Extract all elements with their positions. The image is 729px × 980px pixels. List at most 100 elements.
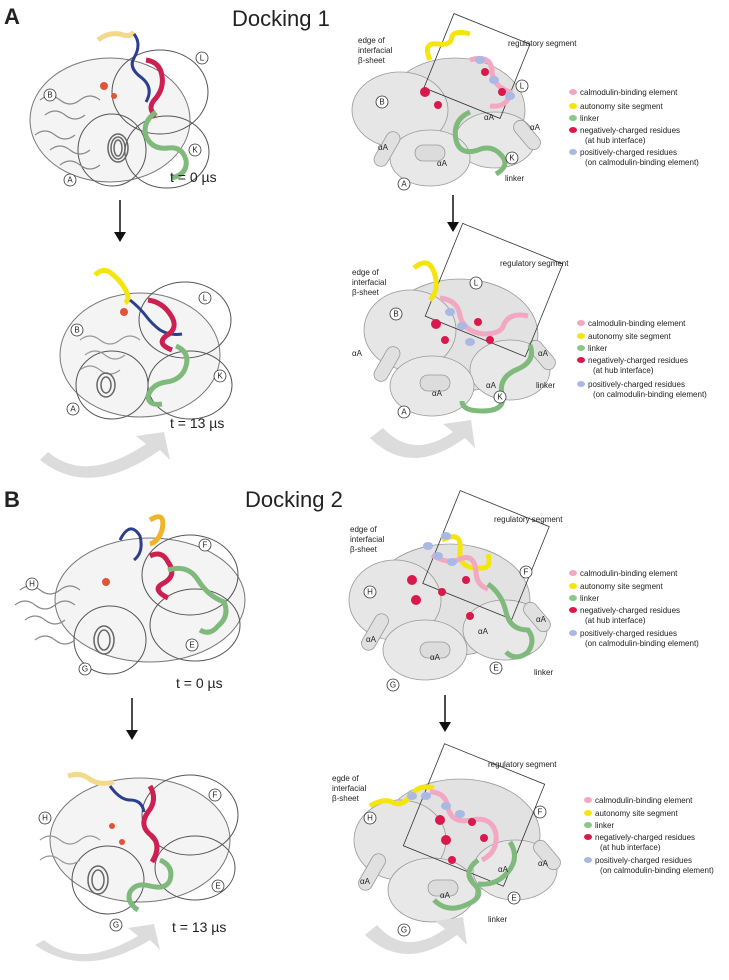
svg-text:K: K <box>192 146 198 155</box>
panel-a-title: Docking 1 <box>232 6 330 31</box>
subunit-labels-a-t0: B L K A <box>43 51 209 187</box>
svg-text:G: G <box>390 681 396 690</box>
panel-b-letter: B <box>4 487 20 512</box>
svg-text:calmodulin-binding element: calmodulin-binding element <box>580 88 678 97</box>
svg-text:linker: linker <box>488 915 507 924</box>
svg-text:positively-charged residues: positively-charged residues <box>588 380 685 389</box>
schematic-labels-a-t0: edge of interfacial β-sheet regulatory s… <box>358 36 577 191</box>
svg-text:β-sheet: β-sheet <box>358 56 386 65</box>
time-a-t0: t = 0 µs <box>170 169 217 185</box>
svg-text:F: F <box>524 568 529 577</box>
svg-text:αA: αA <box>538 349 549 358</box>
rotation-arrow-b-right <box>365 917 467 954</box>
svg-text:αA: αA <box>530 123 541 132</box>
svg-text:B: B <box>393 310 398 319</box>
arrow-down-b-right <box>439 695 451 732</box>
svg-text:H: H <box>42 814 48 823</box>
svg-text:A: A <box>401 180 407 189</box>
svg-text:H: H <box>367 588 373 597</box>
svg-text:A: A <box>67 176 73 185</box>
svg-text:(on calmodulin-binding element: (on calmodulin-binding element) <box>600 866 714 875</box>
svg-text:L: L <box>203 294 208 303</box>
svg-text:interfacial: interfacial <box>358 46 392 55</box>
svg-text:edge of: edge of <box>350 525 377 534</box>
svg-text:negatively-charged residues: negatively-charged residues <box>580 606 680 615</box>
svg-text:negatively-charged residues: negatively-charged residues <box>588 356 688 365</box>
svg-text:F: F <box>203 541 208 550</box>
svg-text:positively-charged residues: positively-charged residues <box>580 148 677 157</box>
svg-text:negatively-charged residues: negatively-charged residues <box>595 833 695 842</box>
svg-text:E: E <box>189 641 194 650</box>
svg-text:αA: αA <box>478 627 489 636</box>
svg-text:αA: αA <box>432 389 443 398</box>
svg-text:αA: αA <box>536 615 547 624</box>
svg-text:αA: αA <box>486 381 497 390</box>
svg-text:L: L <box>520 82 525 91</box>
time-b-t13: t = 13 µs <box>172 919 226 935</box>
svg-text:(on calmodulin-binding element: (on calmodulin-binding element) <box>593 390 707 399</box>
svg-text:αA: αA <box>484 113 495 122</box>
arrow-down-a-right <box>447 195 459 232</box>
svg-text:regulatory segment: regulatory segment <box>488 760 557 769</box>
svg-text:(on calmodulin-binding element: (on calmodulin-binding element) <box>585 158 699 167</box>
arrow-down-a-left <box>114 200 126 242</box>
svg-text:β-sheet: β-sheet <box>350 545 378 554</box>
svg-text:linker: linker <box>505 174 524 183</box>
svg-text:L: L <box>474 279 479 288</box>
svg-text:αA: αA <box>430 653 441 662</box>
svg-text:αA: αA <box>352 349 363 358</box>
schematic-a-t0 <box>351 13 541 187</box>
svg-text:(at hub interface): (at hub interface) <box>585 136 646 145</box>
schematic-b-t13 <box>353 743 561 923</box>
svg-text:(at hub interface): (at hub interface) <box>593 366 654 375</box>
svg-text:calmodulin-binding element: calmodulin-binding element <box>588 319 686 328</box>
legend-b-bottom: calmodulin-binding element autonomy site… <box>584 796 714 875</box>
schematic-a-t13 <box>363 222 564 417</box>
svg-text:(on calmodulin-binding element: (on calmodulin-binding element) <box>585 639 699 648</box>
svg-text:interfacial: interfacial <box>352 278 386 287</box>
subunit-labels-a-t13: B L K A <box>66 291 227 416</box>
legend-a-top: calmodulin-binding element autonomy site… <box>569 88 699 167</box>
svg-text:calmodulin-binding element: calmodulin-binding element <box>580 569 678 578</box>
svg-text:B: B <box>47 91 52 100</box>
svg-text:interfacial: interfacial <box>332 784 366 793</box>
svg-text:autonomy site segment: autonomy site segment <box>595 809 678 818</box>
svg-text:αA: αA <box>498 865 509 874</box>
svg-text:K: K <box>509 154 515 163</box>
schematic-b-t0 <box>348 490 551 681</box>
svg-text:(at hub interface): (at hub interface) <box>585 616 646 625</box>
legend-a-bottom: calmodulin-binding element autonomy site… <box>577 319 707 399</box>
svg-text:B: B <box>74 326 79 335</box>
svg-text:autonomy site segment: autonomy site segment <box>580 582 663 591</box>
panel-b-title: Docking 2 <box>245 487 343 512</box>
subunit-labels-b-t0: H F E G <box>25 538 212 676</box>
svg-text:positively-charged residues: positively-charged residues <box>595 856 692 865</box>
svg-text:linker: linker <box>595 821 614 830</box>
svg-text:B: B <box>379 98 384 107</box>
svg-text:αA: αA <box>440 891 451 900</box>
svg-text:linker: linker <box>580 594 599 603</box>
svg-text:αA: αA <box>366 635 377 644</box>
time-a-t13: t = 13 µs <box>170 415 224 431</box>
svg-text:linker: linker <box>580 114 599 123</box>
svg-text:autonomy site segment: autonomy site segment <box>588 332 671 341</box>
schematic-labels-b-t13: egde of interfacial β-sheet regulatory s… <box>332 760 557 937</box>
svg-text:negatively-charged residues: negatively-charged residues <box>580 126 680 135</box>
svg-text:(at hub interface): (at hub interface) <box>600 843 661 852</box>
svg-text:A: A <box>401 408 407 417</box>
arrow-down-b-left <box>126 698 138 740</box>
rotation-arrow-a-right <box>370 420 475 458</box>
legend-b-top: calmodulin-binding element autonomy site… <box>569 569 699 648</box>
svg-text:regulatory segment: regulatory segment <box>500 259 569 268</box>
svg-text:calmodulin-binding element: calmodulin-binding element <box>595 796 693 805</box>
subunit-labels-b-t13: H F E G <box>38 788 225 932</box>
svg-text:interfacial: interfacial <box>350 535 384 544</box>
svg-text:A: A <box>70 405 76 414</box>
svg-text:αA: αA <box>378 143 389 152</box>
structure-a-t13 <box>59 267 233 420</box>
svg-text:β-sheet: β-sheet <box>332 794 360 803</box>
svg-text:F: F <box>538 808 543 817</box>
svg-text:regulatory segment: regulatory segment <box>508 39 577 48</box>
rotation-arrow-a-left <box>40 432 170 478</box>
svg-text:K: K <box>217 372 223 381</box>
